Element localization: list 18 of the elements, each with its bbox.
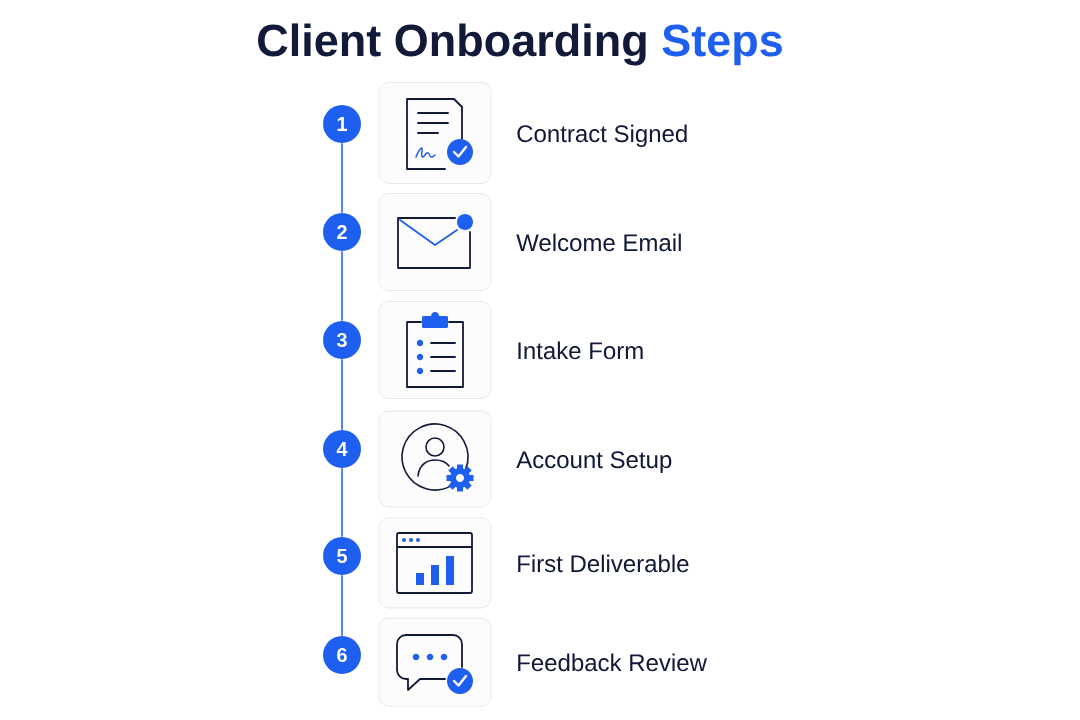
step-label: Contract Signed — [517, 124, 687, 147]
step-label: First Deliverable — [518, 554, 689, 573]
step-number: 6 — [323, 636, 361, 674]
step-number: 5 — [323, 537, 361, 575]
timeline-line — [341, 142, 343, 214]
step-number: 4 — [323, 430, 361, 468]
timeline-line — [341, 358, 343, 431]
step-number: 3 — [323, 321, 361, 359]
step-label: Account Setup — [516, 451, 672, 473]
step-label: Welcome Email — [516, 233, 681, 252]
step-number: 1 — [323, 105, 361, 143]
step-number: 2 — [323, 213, 361, 251]
timeline-line — [341, 467, 343, 538]
step-label: Intake Form — [518, 341, 643, 360]
title: Client Onboarding Steps — [258, 23, 782, 66]
step-label: Feedback Review — [518, 653, 707, 672]
timeline-line — [341, 574, 343, 637]
timeline-line — [341, 250, 343, 322]
